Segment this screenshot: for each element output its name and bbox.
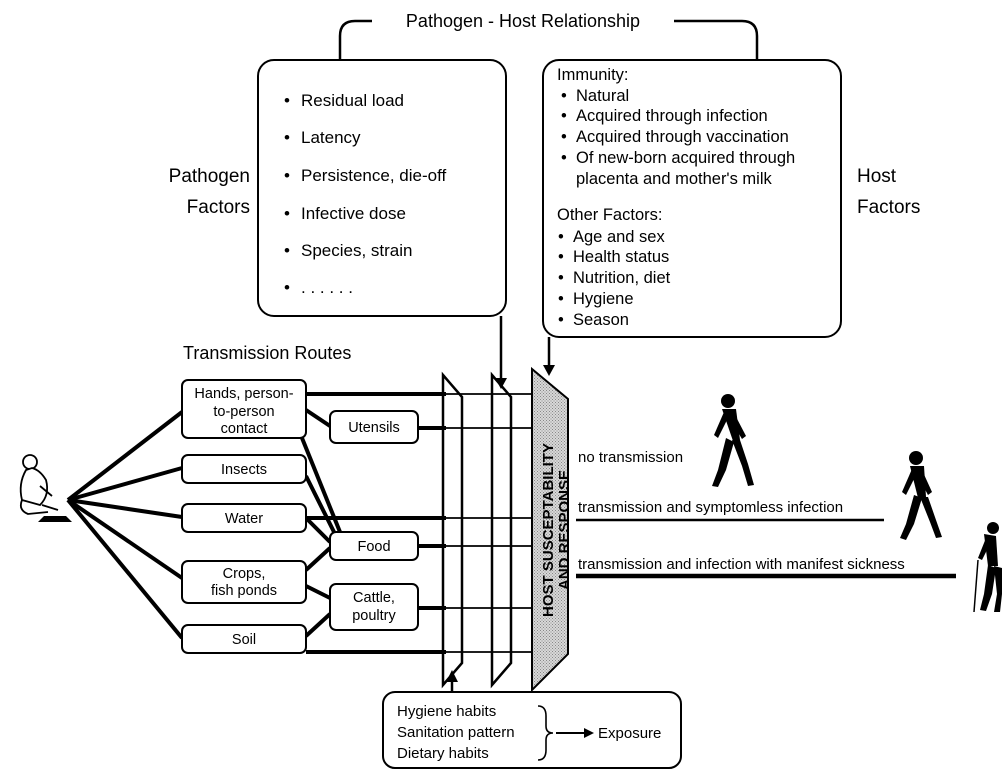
svg-text:Infective dose: Infective dose (301, 204, 406, 223)
route-box-food: Food (329, 531, 419, 561)
svg-text:•: • (284, 128, 290, 147)
immunity-item: Acquired through infection (576, 107, 768, 125)
other-factor-item: Nutrition, diet (573, 269, 671, 287)
svg-text:AND RESPONSE: AND RESPONSE (556, 470, 573, 590)
svg-text:Soil: Soil (232, 632, 256, 648)
svg-text:•: • (558, 228, 564, 246)
svg-text:Latency: Latency (301, 128, 361, 147)
svg-text:•: • (561, 87, 567, 105)
route-lines (306, 392, 446, 654)
immunity-item: Natural (576, 87, 629, 105)
pathogen-factor-item: • Latency (284, 128, 361, 147)
fan-lines (66, 410, 184, 640)
pathogen-factors-list: • Residual load • Latency • Persistence,… (284, 91, 446, 297)
svg-text:Species, strain: Species, strain (301, 241, 413, 260)
svg-text:Insects: Insects (221, 462, 267, 478)
svg-text:Persistence, die-off: Persistence, die-off (301, 166, 446, 185)
pathogen-factor-item: • Infective dose (284, 204, 406, 223)
host-susceptibility-label: HOST SUSCEPTABILITY AND RESPONSE (540, 443, 573, 617)
svg-text:•: • (558, 290, 564, 308)
pathogen-factor-item: • Residual load (284, 91, 404, 110)
pathogen-factor-item: • . . . . . . (284, 278, 353, 297)
exposure-result: Exposure (598, 725, 661, 742)
host-susceptibility-plane (531, 366, 569, 693)
svg-text:Hands, person-: Hands, person- (194, 386, 293, 402)
svg-text:•: • (558, 311, 564, 329)
other-factor-item: Season (573, 311, 629, 329)
walking-person-icon (712, 394, 754, 487)
svg-text:Food: Food (357, 539, 390, 555)
exposure-box (382, 691, 682, 769)
exposure-habit: Dietary habits (397, 745, 489, 762)
host-factors-box (542, 59, 842, 338)
svg-text:Residual load: Residual load (301, 91, 404, 110)
svg-text:•: • (561, 107, 567, 125)
other-factor-item: Age and sex (573, 228, 665, 246)
title-bracket (338, 19, 759, 62)
svg-text:HOST SUSCEPTABILITY: HOST SUSCEPTABILITY (540, 443, 557, 617)
outcome-no-transmission: no transmission (578, 449, 683, 466)
host-factors-label: Factors (857, 197, 920, 218)
host-factors-label: Host (857, 166, 897, 187)
svg-text:•: • (558, 269, 564, 287)
immunity-list: • Natural • Acquired through infection •… (561, 87, 795, 188)
outcome-symptomless: transmission and symptomless infection (578, 499, 843, 516)
diagram-title: Pathogen - Host Relationship (406, 11, 640, 31)
route-box-cattle: Cattle, poultry (329, 583, 419, 631)
outcome-sickness: transmission and infection with manifest… (578, 556, 905, 573)
svg-text:poultry: poultry (352, 608, 396, 624)
svg-text:•: • (284, 166, 290, 185)
pathogen-factor-item: • Species, strain (284, 241, 413, 260)
svg-text:•: • (284, 204, 290, 223)
immunity-item: placenta and mother's milk (576, 170, 772, 188)
immunity-item: Acquired through vaccination (576, 128, 789, 146)
filter-planes (441, 371, 536, 689)
svg-text:fish ponds: fish ponds (211, 583, 277, 599)
svg-text:•: • (561, 128, 567, 146)
pathogen-factors-box (257, 59, 507, 317)
immunity-heading: Immunity: (557, 66, 629, 84)
other-factors-heading: Other Factors: (557, 206, 662, 224)
exposure-habit: Hygiene habits (397, 703, 496, 720)
svg-text:•: • (561, 149, 567, 167)
route-box-hands: Hands, person- to-person contact (181, 379, 307, 439)
pathogen-factors-label: Pathogen (169, 166, 250, 187)
svg-text:Water: Water (225, 511, 263, 527)
transmission-routes-heading: Transmission Routes (183, 343, 351, 363)
svg-text:Utensils: Utensils (348, 420, 400, 436)
svg-text:. . . . . .: . . . . . . (301, 278, 353, 297)
route-box-insects: Insects (181, 454, 307, 484)
squatting-person-icon (19, 454, 72, 522)
route-box-water: Water (181, 503, 307, 533)
svg-text:Cattle,: Cattle, (353, 590, 395, 606)
svg-text:Crops,: Crops, (223, 566, 266, 582)
svg-text:•: • (284, 91, 290, 110)
svg-text:•: • (558, 248, 564, 266)
exposure-arrow-head (446, 670, 458, 682)
sick-person-icon (973, 522, 1002, 613)
walking-person-icon (900, 451, 942, 540)
exposure-habit: Sanitation pattern (397, 724, 515, 741)
exposure-result-arrowhead (584, 728, 594, 738)
exposure-brace (537, 705, 554, 761)
immunity-item: Of new-born acquired through (576, 149, 795, 167)
pathogen-factors-label: Factors (187, 197, 250, 218)
route-box-soil: Soil (181, 624, 307, 654)
other-factors-list: • Age and sex • Health status • Nutritio… (558, 228, 671, 329)
route-box-utensils: Utensils (329, 410, 419, 444)
svg-text:•: • (284, 241, 290, 260)
pathogen-factor-item: • Persistence, die-off (284, 166, 446, 185)
other-factor-item: Health status (573, 248, 669, 266)
svg-text:to-person: to-person (213, 404, 274, 420)
svg-text:•: • (284, 278, 290, 297)
other-factor-item: Hygiene (573, 290, 634, 308)
svg-text:contact: contact (221, 421, 268, 437)
route-box-crops: Crops, fish ponds (181, 560, 307, 604)
